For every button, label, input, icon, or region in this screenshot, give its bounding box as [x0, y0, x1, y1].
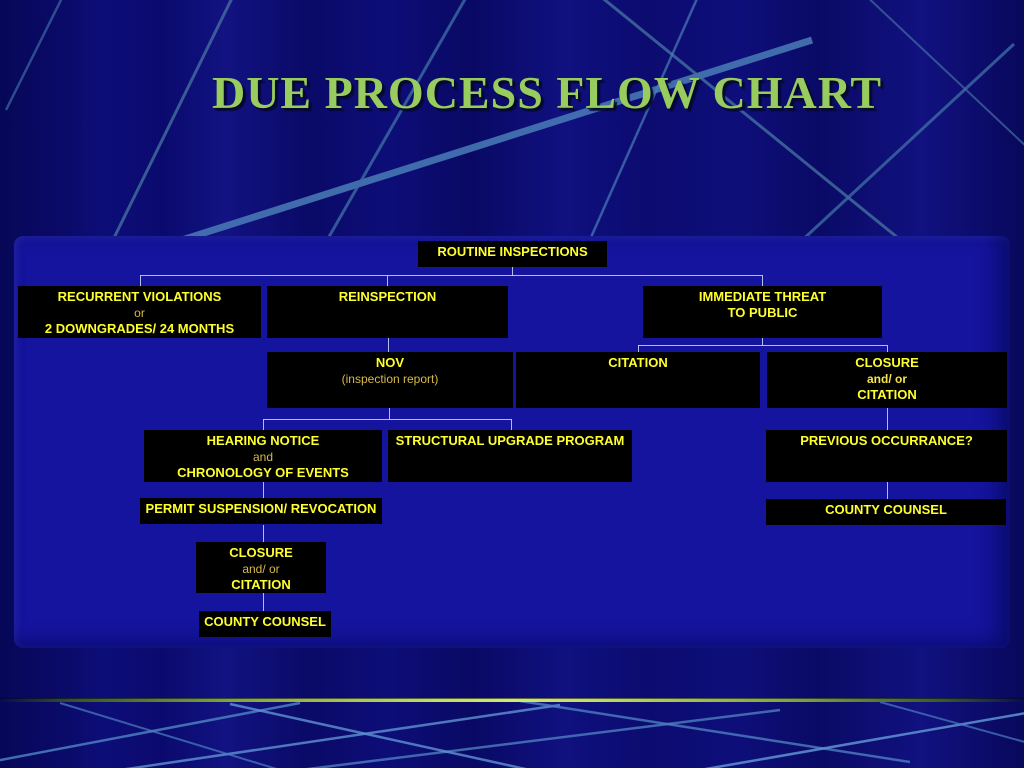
connector-line — [140, 275, 141, 286]
node-text: 2 DOWNGRADES/ 24 MONTHS — [44, 321, 235, 336]
node-text: PERMIT SUSPENSION/ REVOCATION — [145, 501, 377, 516]
connector-line — [389, 408, 390, 420]
swoosh-line — [59, 702, 277, 768]
swoosh-line — [602, 0, 909, 248]
swoosh-line — [4, 0, 63, 111]
connector-line — [263, 593, 264, 611]
connector-line — [512, 267, 513, 276]
node-structural-upgrade: STRUCTURAL UPGRADE PROGRAM — [388, 430, 632, 482]
node-hearing-notice: HEARING NOTICE and CHRONOLOGY OF EVENTS — [144, 430, 382, 482]
connector-line — [263, 482, 264, 499]
swoosh-line — [324, 0, 467, 243]
swoosh-line — [108, 0, 233, 247]
swoosh-line — [519, 699, 911, 764]
flowchart-panel: ROUTINE INSPECTIONS RECURRENT VIOLATIONS… — [14, 236, 1010, 648]
connector-line — [887, 408, 888, 430]
node-text: NOV — [375, 355, 405, 370]
node-county-counsel-right: COUNTY COUNSEL — [766, 499, 1006, 525]
node-county-counsel-left: COUNTY COUNSEL — [199, 611, 331, 637]
node-subtext: (inspection report) — [341, 372, 439, 386]
node-citation: CITATION — [516, 352, 760, 408]
connector-line — [762, 275, 763, 286]
swoosh-line — [586, 0, 698, 245]
swoosh-line — [0, 701, 301, 762]
connector-line — [263, 419, 511, 420]
node-subtext: and — [252, 450, 274, 464]
node-text: CITATION — [608, 355, 668, 370]
node-subtext: and/ or — [242, 562, 280, 576]
node-text: REINSPECTION — [338, 289, 437, 304]
node-text: TO PUBLIC — [727, 305, 798, 320]
node-subtext: and/ or — [866, 372, 907, 386]
node-text: CHRONOLOGY OF EVENTS — [177, 465, 349, 480]
node-nov: NOV (inspection report) — [267, 352, 513, 408]
node-recurrent-violations: RECURRENT VIOLATIONS or 2 DOWNGRADES/ 24… — [18, 286, 261, 338]
connector-line — [140, 275, 763, 276]
connector-line — [638, 345, 887, 346]
node-routine-inspections: ROUTINE INSPECTIONS — [418, 241, 607, 267]
node-permit-suspension: PERMIT SUSPENSION/ REVOCATION — [140, 498, 382, 524]
swoosh-line — [229, 702, 527, 768]
node-text: PREVIOUS OCCURRANCE? — [800, 433, 973, 448]
swoosh-line — [796, 42, 1016, 246]
node-text: ROUTINE INSPECTIONS — [437, 244, 588, 259]
node-text: IMMEDIATE THREAT — [698, 289, 827, 304]
node-text: HEARING NOTICE — [206, 433, 320, 448]
swoosh-line — [305, 708, 781, 768]
connector-line — [263, 525, 264, 543]
node-closure-citation-right: CLOSURE and/ or CITATION — [767, 352, 1007, 408]
page-title: DUE PROCESS FLOW CHART — [211, 67, 883, 118]
node-immediate-threat: IMMEDIATE THREAT TO PUBLIC — [643, 286, 882, 338]
node-closure-citation-left: CLOSURE and/ or CITATION — [196, 542, 326, 593]
bottom-divider-line — [0, 698, 1024, 702]
node-text: RECURRENT VIOLATIONS — [57, 289, 222, 304]
connector-line — [388, 338, 389, 352]
node-text: CITATION — [231, 577, 291, 592]
node-text: CLOSURE — [229, 545, 293, 560]
node-text: STRUCTURAL UPGRADE PROGRAM — [395, 433, 625, 448]
connector-line — [887, 345, 888, 352]
swoosh-line — [879, 701, 1024, 743]
connector-line — [887, 482, 888, 499]
swoosh-line — [124, 703, 561, 768]
connector-line — [263, 419, 264, 430]
node-previous-occurrance: PREVIOUS OCCURRANCE? — [766, 430, 1007, 482]
node-reinspection: REINSPECTION — [267, 286, 508, 338]
swoosh-line — [869, 0, 1024, 146]
node-text: CITATION — [857, 387, 917, 402]
node-text: COUNTY COUNSEL — [204, 614, 326, 629]
connector-line — [762, 338, 763, 346]
connector-line — [638, 345, 639, 352]
node-subtext: or — [134, 306, 145, 320]
connector-line — [387, 275, 388, 286]
connector-line — [511, 419, 512, 430]
swoosh-line — [704, 712, 1024, 768]
node-text: COUNTY COUNSEL — [825, 502, 947, 517]
node-text: CLOSURE — [855, 355, 919, 370]
